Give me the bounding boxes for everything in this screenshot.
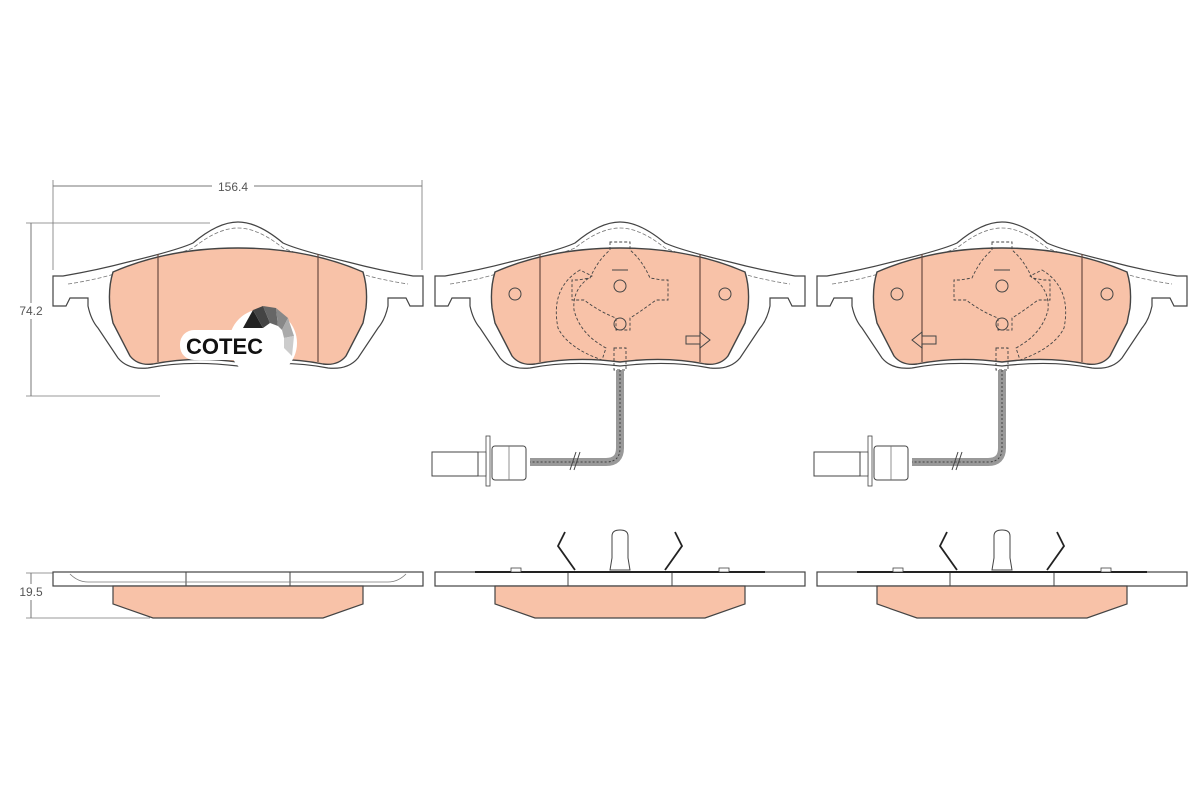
front-view-sensor-pad-b: [814, 221, 1188, 486]
thickness-dimension: 19.5: [14, 572, 150, 619]
width-value: 156.4: [218, 180, 248, 194]
front-view-sensor-pad-a: [432, 221, 806, 486]
direction-arrow-left-icon: [911, 330, 937, 350]
height-value: 74.2: [19, 304, 43, 318]
cotec-logo-text: COTEC: [186, 334, 263, 359]
side-view-clip-pad-a: [434, 529, 806, 619]
direction-arrow-right-icon: [685, 330, 711, 350]
thickness-value: 19.5: [19, 585, 43, 599]
cotec-logo: COTEC: [180, 306, 297, 377]
side-view-plain-pad: [52, 571, 424, 619]
side-view-clip-pad-b: [816, 529, 1188, 619]
front-view-plain-pad: COTEC: [52, 221, 424, 377]
height-dimension: 74.2: [14, 222, 210, 397]
width-dimension: 156.4: [52, 178, 423, 270]
